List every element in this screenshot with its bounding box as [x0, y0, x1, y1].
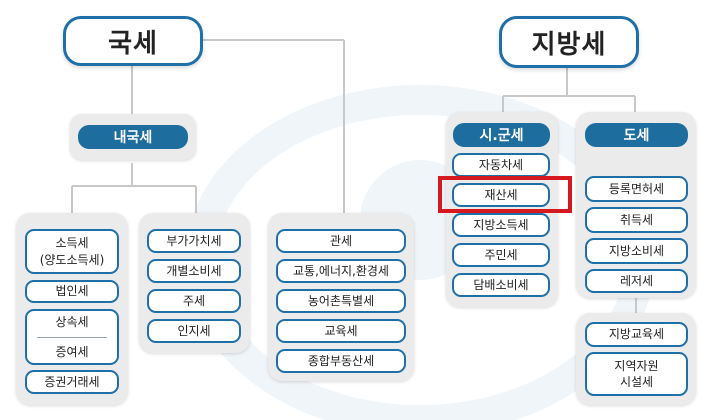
comprehensive-real-estate-tax-box: 종합부동산세: [276, 349, 406, 373]
comprehensive-real-estate-tax-label: 종합부동산세: [307, 353, 375, 368]
domestic-tax-header-panel: 내국세: [70, 114, 196, 160]
stamp-tax-box: 인지세: [147, 319, 241, 343]
leisure-tax-box: 레저세: [585, 269, 688, 293]
registration-license-tax-label: 등록면허세: [608, 181, 665, 196]
vat-box: 부가가치세: [147, 229, 241, 253]
national-tax-title: 국세: [63, 16, 203, 66]
gift-tax-label: 증여세: [55, 344, 89, 359]
property-tax-box: 재산세: [452, 183, 550, 207]
individual-consumption-tax-label: 개별소비세: [166, 263, 222, 278]
customs-duty-box: 관세: [276, 229, 406, 253]
liquor-tax-box: 주세: [147, 289, 241, 313]
securities-transaction-tax-label: 증권거래세: [44, 374, 100, 389]
domestic-tax-header: 내국세: [78, 125, 188, 149]
local-education-tax-label: 지방교육세: [608, 327, 665, 342]
facility-tax-label: 시설세: [619, 375, 654, 389]
transport-energy-env-tax-box: 교통,에너지,환경세: [276, 259, 406, 283]
inheritance-tax-label: 상속세: [55, 315, 89, 330]
education-tax-label: 교육세: [324, 323, 358, 338]
rural-special-tax-box: 농어촌특별세: [276, 289, 406, 313]
transport-energy-env-tax-label: 교통,에너지,환경세: [293, 263, 389, 278]
property-tax-highlight-frame: [438, 176, 572, 213]
local-consumption-tax-label: 지방소비세: [608, 243, 665, 258]
individual-consumption-tax-box: 개별소비세: [147, 259, 241, 283]
acquisition-tax-label: 취득세: [619, 212, 654, 227]
automobile-tax-label: 자동차세: [478, 157, 524, 172]
local-income-tax-label: 지방소득세: [473, 217, 529, 232]
inheritance-gift-tax-box: 상속세 증여세: [25, 309, 119, 365]
corporate-tax-box: 법인세: [25, 280, 119, 303]
vat-label: 부가가치세: [166, 233, 222, 248]
acquisition-tax-box: 취득세: [585, 207, 688, 233]
resident-tax-box: 주민세: [452, 243, 550, 267]
income-tax-label: 소득세: [55, 236, 89, 251]
province-tax-header: 도세: [585, 123, 688, 147]
securities-transaction-tax-box: 증권거래세: [25, 370, 119, 394]
stamp-tax-label: 인지세: [177, 323, 211, 338]
local-tax-title: 지방세: [499, 16, 639, 68]
capital-gains-tax-label: (양도소득세): [39, 252, 105, 267]
leisure-tax-label: 레저세: [619, 273, 654, 288]
local-education-tax-box: 지방교육세: [585, 322, 688, 347]
tobacco-consumption-tax-label: 담배소비세: [473, 277, 529, 292]
property-tax-label: 재산세: [484, 187, 518, 202]
registration-license-tax-box: 등록면허세: [585, 176, 688, 202]
automobile-tax-box: 자동차세: [452, 153, 550, 177]
local-income-tax-box: 지방소득세: [452, 213, 550, 237]
regional-resource-facility-tax-box: 지역자원 시설세: [585, 352, 688, 396]
corporate-tax-label: 법인세: [55, 284, 89, 299]
resident-tax-label: 주민세: [484, 247, 518, 262]
local-consumption-tax-box: 지방소비세: [585, 238, 688, 264]
education-tax-box: 교육세: [276, 319, 406, 343]
liquor-tax-label: 주세: [182, 293, 206, 308]
customs-duty-label: 관세: [329, 233, 353, 248]
income-tax-box: 소득세 (양도소득세): [25, 229, 119, 274]
tobacco-consumption-tax-box: 담배소비세: [452, 273, 550, 297]
city-county-tax-header: 시.군세: [453, 123, 550, 147]
divider: [36, 336, 108, 338]
regional-resource-label: 지역자원: [614, 358, 659, 373]
rural-special-tax-label: 농어촌특별세: [307, 293, 375, 308]
